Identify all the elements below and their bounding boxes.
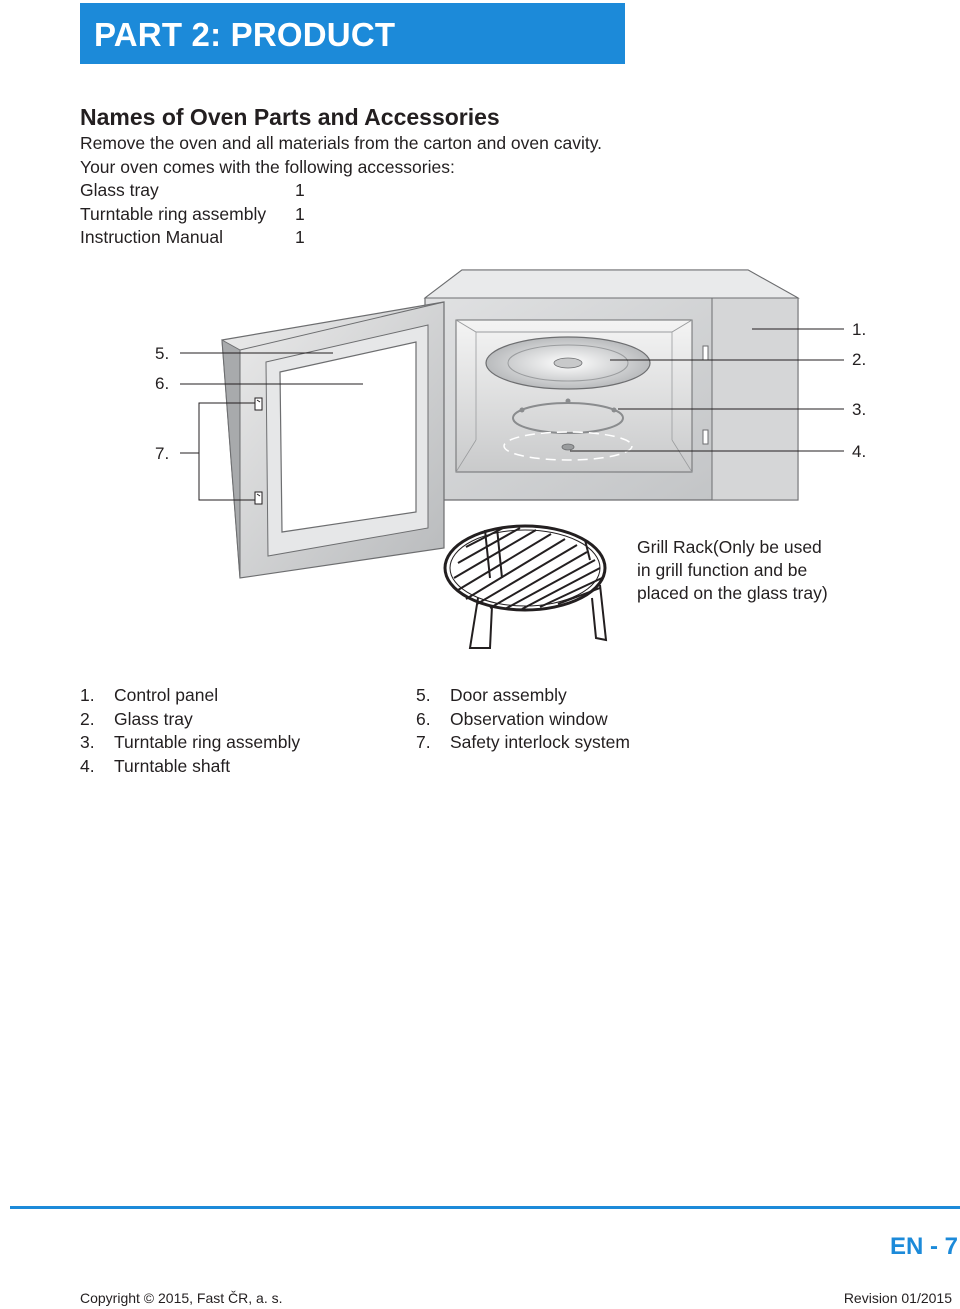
accessory-name: Turntable ring assembly [80,203,267,224]
parts-list-left: 1. Control panel 2. Glass tray 3. Turntable… [80,684,300,778]
accessory-name: Glass tray [80,180,159,200]
accessories-list: Glass tray 1 Turntable ring assembly 1 I… [80,179,305,250]
revision-text: Revision 01/2015 [843,1290,952,1306]
parts-num: 7. [416,732,431,752]
caption-line: placed on the glass tray) [637,583,828,603]
accessory-qty: 1 [295,227,305,247]
accessory-name: Instruction Manual [80,227,223,247]
parts-num: 1. [80,685,95,705]
intro-line: Remove the oven and all materials from t… [80,133,603,153]
intro-text: Remove the oven and all materials from t… [80,132,602,179]
parts-label: Observation window [450,708,608,729]
copyright-text: Copyright © 2015, Fast ČR, a. s. [80,1290,283,1306]
turntable-ring [512,398,624,434]
callout-5: 5. [155,344,170,363]
accessory-qty: 1 [295,203,305,224]
parts-item: 7. Safety interlock system [416,731,630,755]
section-banner: PART 2: PRODUCT DESCRIPTION [80,3,625,116]
leader-lines-right [570,328,844,452]
glass-tray [485,336,651,390]
turntable-shaft [503,431,633,461]
parts-item: 4. Turntable shaft [80,755,300,779]
parts-item: 6. Observation window [416,708,630,732]
intro-line: Your oven comes with the following acces… [80,156,455,177]
callout-4: 4. [852,442,867,461]
caption-line: Grill Rack(Only be used [637,537,822,557]
parts-label: Turntable ring assembly [114,732,301,752]
callout-6: 6. [155,374,170,393]
parts-item: 1. Control panel [80,684,300,708]
parts-label: Turntable shaft [114,755,231,776]
footer-divider [10,1206,960,1209]
parts-num: 5. [416,685,431,705]
parts-list-right: 5. Door assembly 6. Observation window 7. S… [416,684,630,755]
parts-label: Safety interlock system [450,732,630,752]
accessory-row: Turntable ring assembly 1 [80,203,305,227]
callout-7: 7. [155,444,170,463]
oven-door [221,301,445,579]
parts-label: Control panel [114,685,219,705]
parts-item: 2. Glass tray [80,708,300,732]
parts-label: Door assembly [450,685,567,705]
caption-line: in grill function and be [637,560,808,580]
parts-item: 5. Door assembly [416,684,630,708]
parts-num: 6. [416,708,431,729]
callout-3: 3. [852,400,867,419]
interlock-hooks [254,397,263,505]
microwave-illustration [180,269,844,649]
parts-num: 2. [80,708,95,729]
accessory-row: Instruction Manual 1 [80,226,305,250]
section-heading: Names of Oven Parts and Accessories [80,104,500,130]
callout-1: 1. [852,320,867,339]
grill-rack-caption: Grill Rack(Only be used in grill functio… [637,536,867,605]
parts-num: 3. [80,732,95,752]
parts-num: 4. [80,755,95,776]
grill-rack [443,524,608,649]
parts-item: 3. Turntable ring assembly [80,731,300,755]
leader-lines-left [180,352,363,501]
page-number: EN - 7 [889,1233,958,1260]
accessory-qty: 1 [295,180,305,200]
parts-label: Glass tray [114,708,193,729]
accessory-row: Glass tray 1 [80,179,305,203]
callout-2: 2. [852,350,867,369]
